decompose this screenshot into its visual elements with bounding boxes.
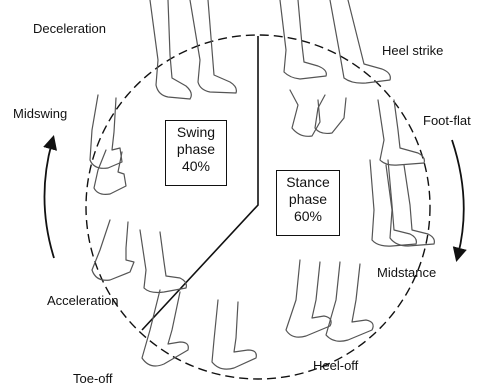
label-heel-off: Heel-off	[313, 358, 358, 373]
leg-toe-off-1	[142, 290, 188, 366]
stance-phase-percent: 60%	[281, 208, 335, 225]
leg-heel-strike-1	[280, 0, 326, 79]
leg-heel-strike-4	[290, 90, 320, 136]
swing-phase-box: Swing phase 40%	[165, 120, 227, 186]
label-toe-off: Toe-off	[73, 371, 113, 385]
swing-direction-arrow	[44, 142, 54, 258]
leg-heel-off-1	[286, 260, 331, 337]
leg-midswing-1	[90, 95, 122, 168]
leg-foot-flat-1	[378, 100, 424, 165]
leg-heel-off-2	[326, 262, 373, 341]
leg-acceleration-2	[140, 230, 186, 293]
stance-phase-box: Stance phase 60%	[276, 170, 340, 236]
swing-phase-percent: 40%	[170, 158, 222, 175]
leg-midswing-2	[94, 150, 126, 194]
leg-acceleration-1	[92, 220, 134, 280]
swing-phase-line2: phase	[170, 141, 222, 158]
leg-deceleration-1	[150, 0, 191, 99]
label-foot-flat: Foot-flat	[423, 113, 471, 128]
label-acceleration: Acceleration	[47, 293, 119, 308]
label-deceleration: Deceleration	[33, 21, 106, 36]
swing-phase-line1: Swing	[170, 124, 222, 141]
leg-heel-strike-2	[330, 0, 390, 83]
stance-phase-line2: phase	[281, 191, 335, 208]
label-midstance: Midstance	[377, 265, 436, 280]
leg-toe-off-2	[212, 300, 256, 369]
label-heel-strike: Heel strike	[382, 43, 443, 58]
stance-phase-line1: Stance	[281, 174, 335, 191]
stance-direction-arrow	[452, 140, 464, 255]
label-midswing: Midswing	[13, 106, 67, 121]
